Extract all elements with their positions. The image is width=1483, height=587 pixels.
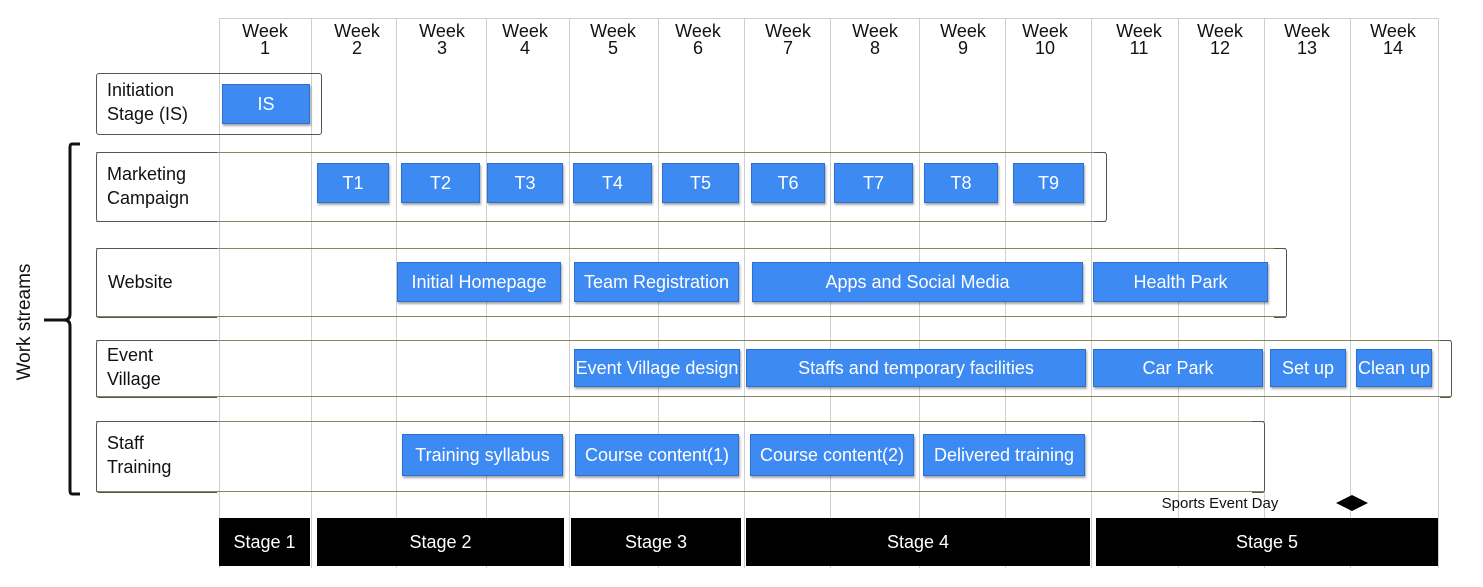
task-set-up: Set up	[1270, 349, 1346, 387]
task-is: IS	[222, 84, 310, 124]
task-course-content-1: Course content(1)	[575, 434, 739, 476]
task-t3: T3	[487, 163, 563, 203]
task-initial-homepage: Initial Homepage	[397, 262, 561, 302]
grid-line	[744, 18, 745, 568]
stage-3-bar: Stage 3	[571, 518, 741, 566]
row-line	[96, 340, 1451, 341]
staff-training-stream-box	[96, 421, 217, 493]
event-village-stream-box	[96, 340, 217, 398]
task-t2: T2	[401, 163, 480, 203]
event-village-stream-end	[1440, 340, 1452, 398]
row-line	[96, 491, 1264, 492]
stage-5-bar: Stage 5	[1096, 518, 1438, 566]
website-stream-box	[96, 248, 217, 318]
task-health-park: Health Park	[1093, 262, 1268, 302]
task-staffs-temporary-facilities: Staffs and temporary facilities	[746, 349, 1086, 387]
task-t1: T1	[317, 163, 389, 203]
grid-top-line	[219, 18, 1439, 19]
staff-training-stream-end	[1252, 421, 1265, 493]
initiation-stream-box	[96, 73, 322, 135]
row-line	[96, 152, 1106, 153]
row-line	[96, 248, 1286, 249]
grid-line	[1438, 18, 1439, 568]
grid-line	[219, 18, 220, 568]
task-t9: T9	[1013, 163, 1084, 203]
task-event-village-design: Event Village design	[574, 349, 740, 387]
grid-line	[569, 18, 570, 568]
task-t7: T7	[834, 163, 913, 203]
task-car-park: Car Park	[1093, 349, 1263, 387]
row-line	[96, 421, 1264, 422]
stage-2-bar: Stage 2	[317, 518, 564, 566]
stage-4-bar: Stage 4	[746, 518, 1090, 566]
task-team-registration: Team Registration	[574, 262, 739, 302]
row-line	[96, 396, 1451, 397]
marketing-stream-end	[1094, 152, 1107, 222]
event-day-diamond-icon	[1336, 495, 1368, 511]
task-delivered-training: Delivered training	[923, 434, 1085, 476]
row-line	[96, 316, 1286, 317]
sports-event-day-label: Sports Event Day	[1161, 495, 1279, 512]
marketing-stream-box	[96, 152, 217, 222]
stage-1-bar: Stage 1	[219, 518, 310, 566]
task-t8: T8	[924, 163, 998, 203]
task-t5: T5	[662, 163, 739, 203]
website-stream-label: Website	[108, 272, 173, 292]
task-course-content-2: Course content(2)	[750, 434, 914, 476]
row-line	[96, 221, 1106, 222]
website-stream-end	[1274, 248, 1287, 318]
task-apps-social-media: Apps and Social Media	[752, 262, 1083, 302]
task-clean-up: Clean up	[1356, 349, 1432, 387]
grid-line	[1091, 18, 1092, 568]
task-t4: T4	[573, 163, 652, 203]
task-training-syllabus: Training syllabus	[402, 434, 563, 476]
grid-line	[396, 18, 397, 568]
task-t6: T6	[751, 163, 825, 203]
work-streams-brace	[44, 142, 80, 496]
grid-line	[311, 18, 312, 568]
grid-line	[1350, 18, 1351, 568]
